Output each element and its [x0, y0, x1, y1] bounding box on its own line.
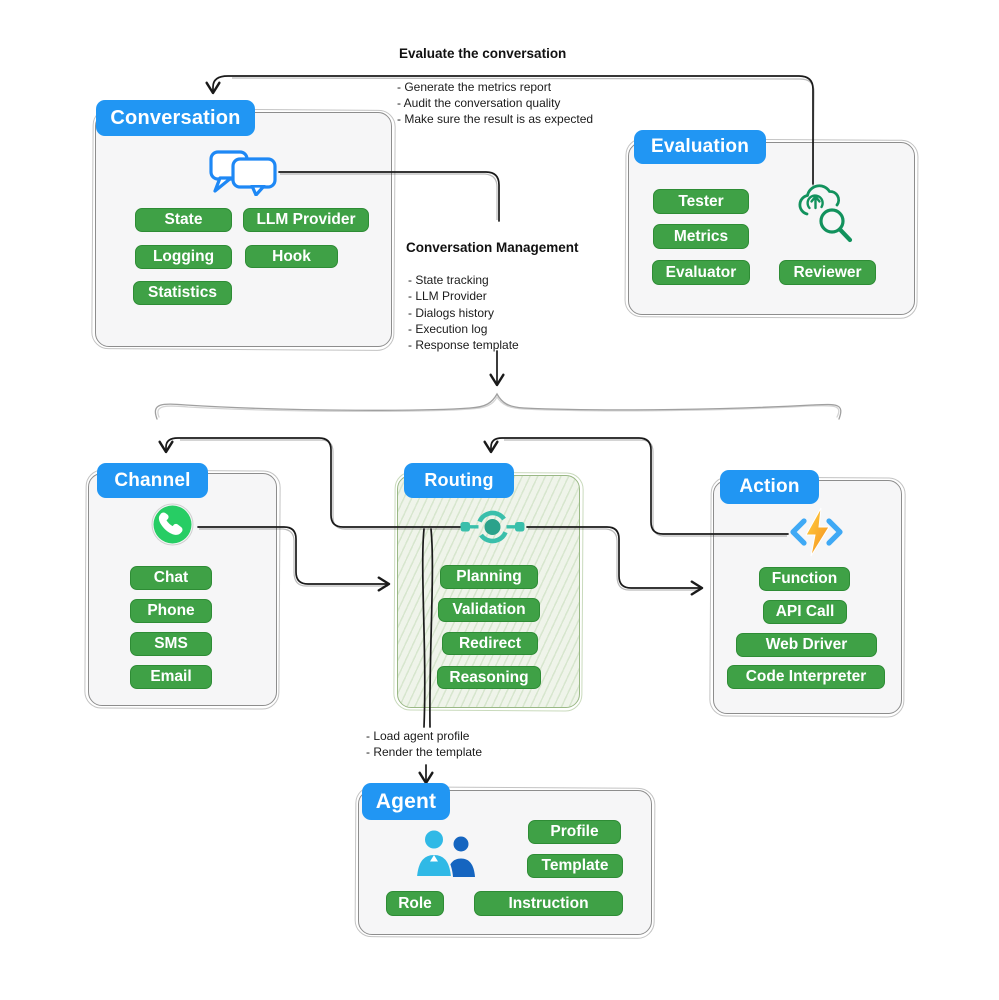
tag-code-interpreter: Code Interpreter — [727, 665, 885, 689]
routing-header: Routing — [404, 463, 514, 498]
evaluate-annotation-bullets: - Generate the metrics report - Audit th… — [397, 80, 593, 127]
bullet-line: - Generate the metrics report — [397, 80, 552, 94]
tag-statistics: Statistics — [133, 281, 232, 305]
bullet-line: - Make sure the result is as expected — [397, 111, 594, 126]
tag-tester: Tester — [653, 189, 749, 214]
bullet-line: - Load agent profile — [366, 729, 470, 743]
bullet-line: - State tracking — [408, 273, 489, 287]
group-brace — [154, 392, 842, 420]
tag-profile: Profile — [528, 820, 621, 844]
channel-header: Channel — [97, 463, 208, 498]
tag-sms: SMS — [130, 632, 212, 656]
whatsapp-icon — [151, 503, 194, 551]
lightning-code-icon — [785, 507, 848, 562]
tag-logging: Logging — [135, 245, 232, 269]
tag-validation: Validation — [438, 598, 540, 622]
tag-web-driver: Web Driver — [736, 633, 877, 657]
action-header: Action — [720, 470, 819, 504]
management-annotation-title: Conversation Management — [406, 240, 579, 255]
evaluate-annotation-title: Evaluate the conversation — [399, 46, 567, 61]
bullet-line: - Response template — [408, 338, 519, 353]
tag-state: State — [135, 208, 232, 232]
tag-evaluator: Evaluator — [652, 260, 750, 285]
tag-reviewer: Reviewer — [779, 260, 876, 285]
tag-chat: Chat — [130, 566, 212, 590]
tag-template: Template — [527, 854, 623, 878]
tag-email: Email — [130, 665, 212, 689]
tag-llm-provider: LLM Provider — [243, 208, 369, 232]
management-annotation-bullets: - State tracking - LLM Provider - Dialog… — [408, 272, 519, 353]
bullet-line: - LLM Provider — [408, 289, 487, 304]
people-icon — [409, 827, 483, 888]
tag-hook: Hook — [245, 245, 338, 268]
tag-planning: Planning — [440, 565, 538, 589]
chat-bubbles-icon — [208, 149, 280, 201]
tag-phone: Phone — [130, 599, 212, 623]
tag-api-call: API Call — [763, 600, 847, 624]
evaluation-header: Evaluation — [634, 130, 766, 164]
cloud-search-icon — [794, 181, 856, 250]
tag-metrics: Metrics — [653, 224, 749, 249]
agent-header: Agent — [362, 783, 450, 820]
tag-instruction: Instruction — [474, 891, 623, 916]
bullet-line: - Dialogs history — [408, 305, 495, 320]
tag-redirect: Redirect — [442, 632, 538, 655]
bullet-line: - Execution log — [408, 321, 488, 336]
tag-reasoning: Reasoning — [437, 666, 541, 689]
routing-hub-icon — [459, 504, 526, 555]
agent-annotation-bullets: - Load agent profile - Render the templa… — [366, 728, 482, 761]
tag-function: Function — [759, 567, 850, 591]
conversation-header: Conversation — [96, 100, 255, 136]
bullet-line: - Audit the conversation quality — [397, 95, 561, 110]
bullet-line: - Render the template — [366, 745, 483, 760]
tag-role: Role — [386, 891, 444, 916]
